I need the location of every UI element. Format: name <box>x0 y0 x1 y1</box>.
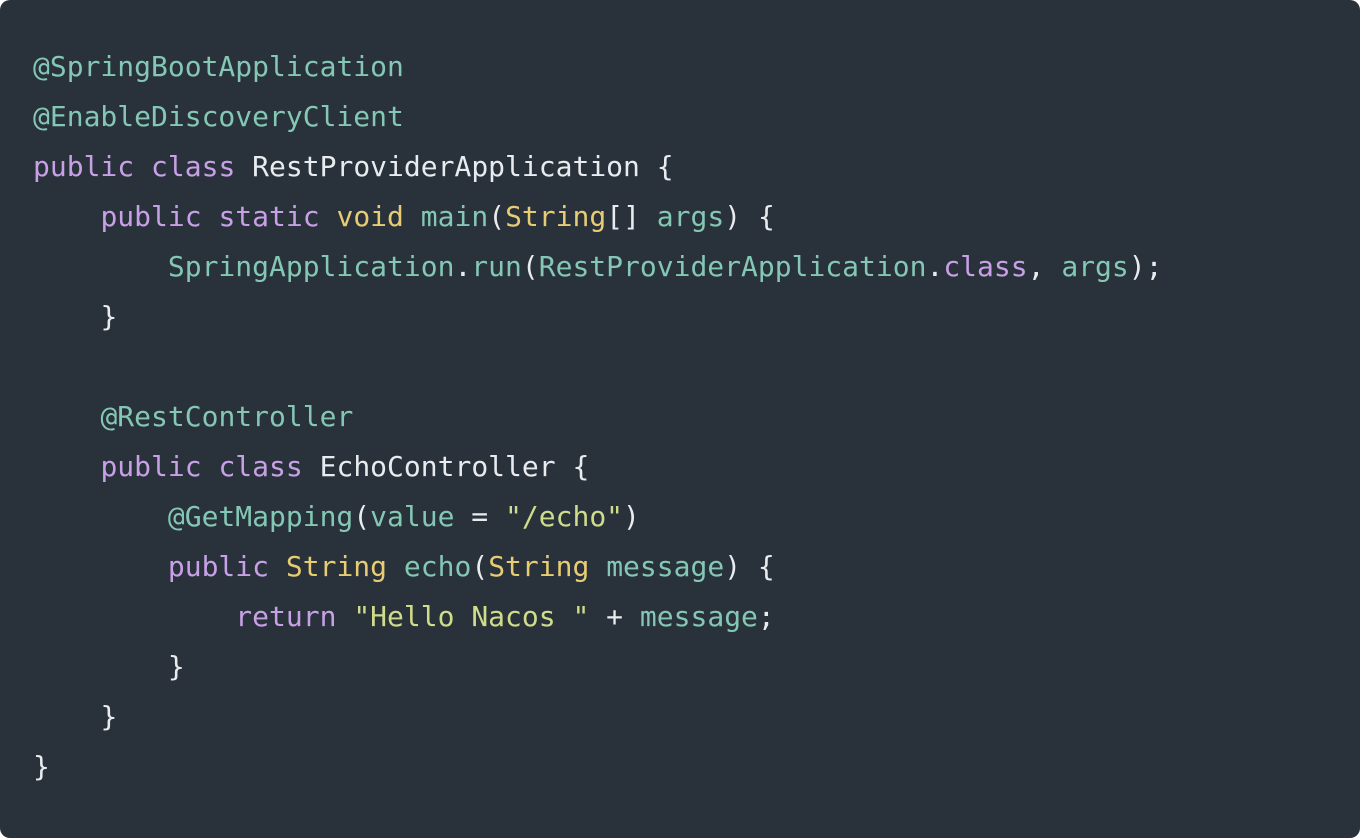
code-token: class <box>151 150 236 183</box>
code-line: return "Hello Nacos " + message; <box>33 592 1360 642</box>
code-token: args <box>1061 250 1129 283</box>
code-token: main <box>420 200 489 233</box>
code-token: ( <box>521 250 539 283</box>
code-token: "/echo" <box>505 500 624 533</box>
code-token: } <box>100 300 118 333</box>
code-token: ; <box>757 600 775 633</box>
code-token: ) { <box>724 200 775 233</box>
code-token: class <box>218 450 303 483</box>
code-token: } <box>33 750 50 783</box>
code-token: ); <box>1128 250 1163 283</box>
code-token: void <box>336 200 404 233</box>
code-line: public static void main(String[] args) { <box>33 192 1360 242</box>
code-token: message <box>606 550 725 583</box>
code-indent <box>33 200 100 233</box>
code-token: ) { <box>724 550 775 583</box>
code-token: public <box>100 450 202 483</box>
code-token: RestProviderApplication { <box>235 150 674 183</box>
code-token <box>134 150 151 183</box>
code-token: class <box>943 250 1028 283</box>
code-token <box>404 200 421 233</box>
code-token: message <box>639 600 758 633</box>
code-token: public <box>100 200 202 233</box>
code-token <box>202 200 219 233</box>
code-token: RestProviderApplication <box>538 250 927 283</box>
code-line: public class RestProviderApplication { <box>33 142 1360 192</box>
code-token: static <box>218 200 320 233</box>
code-indent <box>33 450 100 483</box>
code-token: . <box>454 250 472 283</box>
code-token: } <box>167 650 185 683</box>
code-token: echo <box>403 550 472 583</box>
code-token <box>269 550 286 583</box>
code-token: @SpringBootApplication <box>33 50 404 83</box>
code-token: "Hello Nacos " <box>353 600 590 633</box>
code-token: . <box>926 250 944 283</box>
code-token: return <box>235 600 337 633</box>
code-token: public <box>167 550 270 583</box>
code-line: public String echo(String message) { <box>33 542 1360 592</box>
code-token: ( <box>353 500 371 533</box>
code-indent <box>33 300 100 333</box>
code-line: } <box>33 292 1360 342</box>
code-line: @RestController <box>33 392 1360 442</box>
code-token: run <box>471 250 522 283</box>
code-token: @GetMapping <box>167 500 354 533</box>
code-token: EchoController { <box>302 450 590 483</box>
code-line: } <box>33 742 1360 792</box>
code-token <box>589 550 606 583</box>
code-line: } <box>33 692 1360 742</box>
code-token: , <box>1027 250 1062 283</box>
code-indent <box>33 700 100 733</box>
code-token: public <box>33 150 135 183</box>
code-token: = <box>454 500 506 533</box>
code-indent <box>33 600 235 633</box>
code-token: value <box>370 500 455 533</box>
code-token: ( <box>488 200 506 233</box>
code-token: ( <box>471 550 489 583</box>
code-token <box>202 450 219 483</box>
code-indent <box>33 500 168 533</box>
code-token: String <box>488 550 590 583</box>
code-token: args <box>656 200 725 233</box>
code-content: @SpringBootApplication @EnableDiscoveryCl… <box>33 42 1360 792</box>
code-token: + <box>589 600 640 633</box>
code-indent <box>33 250 168 283</box>
code-token: String <box>285 550 388 583</box>
code-indent <box>33 550 168 583</box>
code-token <box>320 200 337 233</box>
code-line: } <box>33 642 1360 692</box>
code-line: @SpringBootApplication <box>33 42 1360 92</box>
code-line: SpringApplication.run(RestProviderApplic… <box>33 242 1360 292</box>
code-token: } <box>100 700 118 733</box>
code-token: SpringApplication <box>167 250 455 283</box>
code-indent <box>33 650 168 683</box>
code-token: [] <box>606 200 657 233</box>
code-indent <box>33 400 100 433</box>
code-token <box>387 550 404 583</box>
code-token: String <box>505 200 607 233</box>
code-line: @GetMapping(value = "/echo") <box>33 492 1360 542</box>
code-line: public class EchoController { <box>33 442 1360 492</box>
code-token <box>336 600 353 633</box>
code-token: @RestController <box>100 400 354 433</box>
code-line: @EnableDiscoveryClient <box>33 92 1360 142</box>
code-token: ) <box>623 500 640 533</box>
code-token: @EnableDiscoveryClient <box>33 100 404 133</box>
code-line <box>33 342 1360 392</box>
